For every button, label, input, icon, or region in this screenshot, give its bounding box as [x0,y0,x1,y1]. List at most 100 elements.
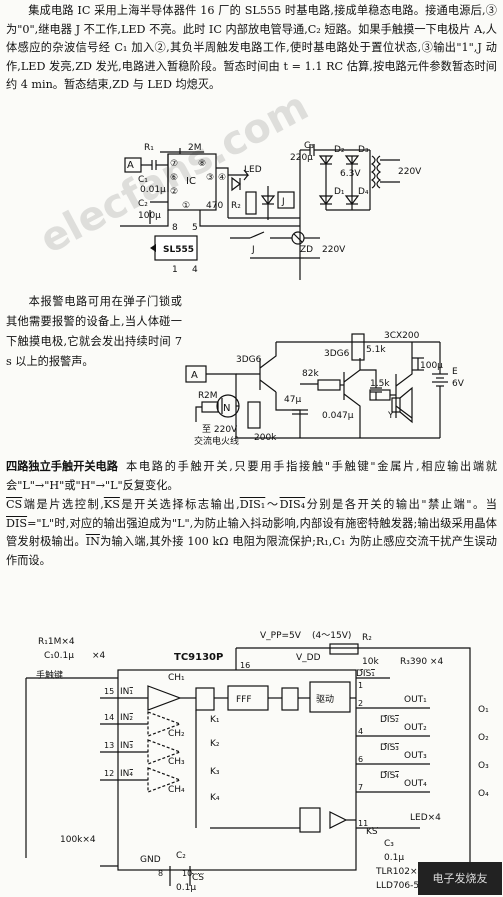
svg-text:DIS₃: DIS₃ [380,743,399,753]
svg-text:DIS₄: DIS₄ [380,771,399,781]
sl555-chip-label: SL555 [163,245,194,255]
svg-text:1: 1 [358,681,363,690]
svg-text:D₄: D₄ [358,187,369,197]
svg-text:15: 15 [104,687,114,696]
svg-text:470: 470 [206,201,223,211]
svg-text:O₄: O₄ [478,789,489,799]
r1-label: R₁ [144,143,154,153]
svg-text:5: 5 [192,223,198,233]
svg-text:IN₂: IN₂ [120,713,133,723]
section-paragraph: 本电路的手触开关,只要用手指接触"手触键"金属片,相应输出端就会"L"→"H"或… [6,460,497,492]
svg-text:R₁1M×4: R₁1M×4 [38,637,75,647]
tc9130p-label: TC9130P [174,652,223,663]
svg-text:8: 8 [172,223,178,233]
svg-text:47μ: 47μ [284,395,301,405]
svg-text:0.1μ: 0.1μ [176,883,196,893]
svg-text:D₁: D₁ [334,187,345,197]
svg-text:OUT₄: OUT₄ [404,779,427,789]
svg-text:220μ: 220μ [290,153,313,163]
ic-label: IC [186,176,196,187]
svg-text:100μ: 100μ [420,361,443,371]
svg-text:E: E [452,367,458,377]
svg-text:R₂: R₂ [231,201,241,211]
svg-text:至 220V: 至 220V [202,424,238,435]
svg-text:交流电火线: 交流电火线 [194,435,239,447]
svg-text:③: ③ [206,173,214,183]
svg-text:4: 4 [192,265,198,275]
svg-text:C₁0.1μ: C₁0.1μ [44,651,74,661]
svg-text:OUT₃: OUT₃ [404,751,427,761]
svg-text:CH₁: CH₁ [168,673,185,683]
c1-label: C₁ [138,175,148,185]
svg-text:C₂: C₂ [176,851,186,861]
svg-text:R₂: R₂ [362,633,372,643]
c1-value: 0.01μ [140,185,166,195]
svg-text:D₃: D₃ [358,145,369,155]
circuit-touch-alarm: A N R 2M 至 220V 交流电火线 3DG6 3DG6 3CX200 2… [185,331,465,447]
svg-text:K₂: K₂ [210,739,220,749]
svg-text:12: 12 [104,769,114,778]
circuit-ic-relay: A R₁ 2M C₁ 0.01μ C₂ 100μ IC ⑦ ⑧ ⑥ ② ① ③ … [120,141,422,280]
led-label: LED [244,165,262,175]
svg-text:DIS₂: DIS₂ [380,715,399,725]
svg-text:O₂: O₂ [478,733,489,743]
alarm-electrode-label: A [191,370,198,381]
svg-text:3DG6: 3DG6 [324,349,350,359]
svg-text:13: 13 [104,741,114,750]
svg-text:6.3V: 6.3V [340,169,361,179]
svg-text:GND: GND [140,855,161,865]
svg-text:10k: 10k [362,657,379,667]
r1-value: 2M [188,143,202,153]
svg-text:2M: 2M [204,391,218,401]
svg-text:N: N [223,403,230,414]
svg-text:②: ② [170,187,178,197]
svg-text:16: 16 [240,661,250,670]
svg-text:FFF: FFF [236,695,252,705]
svg-text:R: R [198,391,204,401]
svg-text:14: 14 [104,713,114,722]
alarm-description: 本报警电路可用在弹子门锁或其他需要报警的设备上,当人体碰一下触摸电极,它就会发出… [6,295,182,368]
svg-text:3CX200: 3CX200 [384,331,420,341]
intro-paragraph: 集成电路 IC 采用上海半导体器件 16 厂的 SL555 时基电路,接成单稳态… [6,4,497,92]
svg-text:J: J [281,197,285,207]
circuit-tc9130p: V_PP=5V (4～15V) V_DD R₂ 10k DIS₁ R₁1M×4 … [25,631,489,893]
svg-text:O₃: O₃ [478,761,489,771]
svg-text:1: 1 [172,265,178,275]
svg-text:IN₃: IN₃ [120,741,133,751]
svg-text:TLR102×4或: TLR102×4或 [375,865,432,877]
svg-text:⑧: ⑧ [198,159,206,169]
svg-text:O₁: O₁ [478,705,489,715]
svg-text:⑥: ⑥ [170,173,178,183]
svg-text:OUT₂: OUT₂ [404,723,427,733]
svg-text:0.1μ: 0.1μ [384,853,404,863]
svg-text:OUT₁: OUT₁ [404,695,427,705]
svg-text:手触键: 手触键 [36,669,63,681]
svg-text:K₁: K₁ [210,715,220,725]
svg-text:K₄: K₄ [210,793,220,803]
svg-text:220V: 220V [322,245,346,255]
svg-text:3DG6: 3DG6 [236,355,262,365]
svg-text:82k: 82k [302,369,319,379]
svg-text:R₃390 ×4: R₃390 ×4 [400,657,443,667]
svg-text:6V: 6V [452,379,465,389]
svg-text:①: ① [182,201,190,211]
svg-text:LLD706-5: LLD706-5 [376,881,419,891]
c1-electrode-label: A [127,160,134,171]
svg-text:J: J [251,245,255,255]
svg-text:4: 4 [358,727,363,736]
svg-text:CH₃: CH₃ [168,757,185,767]
svg-text:LED×4: LED×4 [410,813,441,823]
svg-text:6: 6 [358,755,363,764]
svg-text:D₂: D₂ [334,145,345,155]
svg-text:K₃: K₃ [210,767,220,777]
svg-text:V_PP=5V: V_PP=5V [260,631,302,641]
svg-text:220V: 220V [398,167,422,177]
c2-label: C₂ [138,199,148,209]
svg-text:IN₄: IN₄ [120,769,133,779]
svg-text:DIS₁: DIS₁ [356,669,375,679]
svg-text:驱动: 驱动 [316,694,334,705]
svg-text:8: 8 [158,869,163,878]
svg-text:ZD: ZD [300,245,313,255]
svg-text:2: 2 [358,699,363,708]
svg-text:(4～15V): (4～15V) [312,631,351,641]
